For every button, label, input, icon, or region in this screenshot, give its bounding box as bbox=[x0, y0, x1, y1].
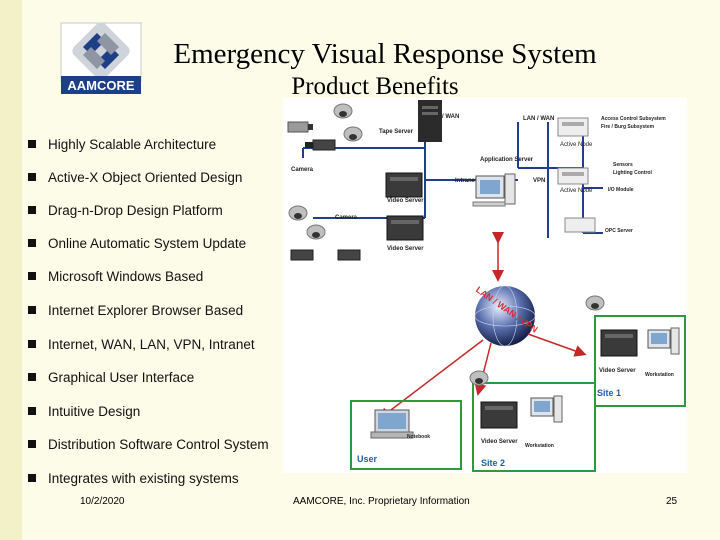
bullet-square-icon bbox=[28, 440, 36, 448]
fire-burg-label: Fire / Burg Subsystem bbox=[601, 124, 655, 130]
camera-label: Camera bbox=[291, 167, 314, 173]
dome-camera-icon bbox=[288, 205, 308, 221]
dome-camera-icon bbox=[469, 370, 489, 386]
vpn-label: VPN bbox=[533, 178, 545, 184]
link-arrow bbox=[378, 339, 484, 420]
workstation-label: Workstation bbox=[525, 443, 554, 449]
dome-camera-icon bbox=[306, 224, 326, 240]
list-item-label: Highly Scalable Architecture bbox=[48, 137, 217, 152]
site-1-label: Site 1 bbox=[597, 388, 621, 398]
video-server-icon bbox=[386, 215, 424, 241]
list-item-label: Active-X Object Oriented Design bbox=[48, 170, 243, 185]
access-control-label: Access Control Subsystem bbox=[601, 116, 666, 122]
access-control-panel-icon bbox=[557, 117, 589, 137]
list-item: Active-X Object Oriented Design bbox=[28, 170, 242, 185]
active-node-label: Active Node bbox=[560, 142, 593, 148]
left-decorative-strip bbox=[0, 0, 22, 540]
list-item: Integrates with existing systems bbox=[28, 471, 239, 486]
bullet-square-icon bbox=[28, 340, 36, 348]
logo-text: AAMCORE bbox=[67, 78, 134, 93]
network-diagram: LAN / WAN LAN / WAN Tape Server Camera A… bbox=[283, 98, 687, 473]
dome-camera-icon bbox=[343, 126, 363, 142]
site-2-label: Site 2 bbox=[481, 458, 505, 468]
box-camera-icon bbox=[290, 249, 314, 261]
bullet-square-icon bbox=[28, 140, 36, 148]
list-item-label: Graphical User Interface bbox=[48, 370, 195, 385]
link-arrow bbox=[527, 333, 587, 357]
workstation-icon bbox=[647, 327, 680, 355]
video-server-label: Video Server bbox=[387, 246, 424, 252]
video-server-label: Video Server bbox=[599, 368, 636, 374]
io-module-label: I/O Module bbox=[608, 187, 634, 193]
list-item-label: Microsoft Windows Based bbox=[48, 269, 204, 284]
opc-server-icon bbox=[564, 217, 596, 233]
bullet-square-icon bbox=[28, 306, 36, 314]
globe-icon bbox=[474, 285, 536, 347]
bullet-square-icon bbox=[28, 373, 36, 381]
list-item-label: Drag-n-Drop Design Platform bbox=[48, 203, 223, 218]
camera-label: Camera bbox=[335, 215, 358, 221]
list-item: Drag-n-Drop Design Platform bbox=[28, 203, 223, 218]
list-item: Distribution Software Control System bbox=[28, 437, 269, 452]
bullet-square-icon bbox=[28, 272, 36, 280]
list-item-label: Online Automatic System Update bbox=[48, 236, 247, 251]
video-server-icon bbox=[600, 329, 638, 357]
aamcore-logo: AAMCORE bbox=[55, 20, 147, 98]
notebook-icon bbox=[370, 409, 414, 439]
lan-wan-label: LAN / WAN bbox=[523, 116, 554, 122]
sensors-label: Sensors bbox=[613, 162, 633, 168]
box-camera-icon bbox=[287, 121, 313, 133]
bullet-square-icon bbox=[28, 474, 36, 482]
list-item: Online Automatic System Update bbox=[28, 236, 246, 251]
list-item-label: Integrates with existing systems bbox=[48, 471, 239, 486]
workstation-label: Workstation bbox=[645, 372, 674, 378]
app-server-label: Application Server bbox=[480, 157, 534, 163]
site-2-box bbox=[472, 382, 596, 472]
box-camera-icon bbox=[305, 139, 336, 151]
io-module-icon bbox=[557, 167, 589, 185]
video-server-icon bbox=[385, 172, 423, 198]
lighting-control-label: Lighting Control bbox=[613, 170, 652, 176]
box-camera-icon bbox=[337, 249, 361, 261]
tape-server-label: Tape Server bbox=[379, 129, 414, 135]
list-item: Graphical User Interface bbox=[28, 370, 194, 385]
footer-company: AAMCORE, Inc. Proprietary Information bbox=[293, 496, 470, 507]
slide-subtitle: Product Benefits bbox=[291, 73, 459, 100]
footer-page-number: 25 bbox=[666, 496, 678, 507]
dome-camera-icon bbox=[585, 295, 605, 311]
site-1-box bbox=[594, 315, 686, 407]
slide-title: Emergency Visual Response System bbox=[173, 38, 597, 70]
list-item: Intuitive Design bbox=[28, 404, 140, 419]
bullet-square-icon bbox=[28, 239, 36, 247]
bullet-square-icon bbox=[28, 173, 36, 181]
active-node-label: Active Node bbox=[560, 188, 593, 194]
workstation-icon bbox=[530, 395, 563, 423]
footer-date: 10/2/2020 bbox=[80, 496, 125, 507]
bullet-square-icon bbox=[28, 206, 36, 214]
dome-camera-icon bbox=[333, 103, 353, 119]
list-item-label: Distribution Software Control System bbox=[48, 437, 269, 452]
bullet-square-icon bbox=[28, 407, 36, 415]
list-item-label: Internet Explorer Browser Based bbox=[48, 303, 244, 318]
notebook-label: Notebook bbox=[407, 434, 430, 440]
list-item-label: Internet, WAN, LAN, VPN, Intranet bbox=[48, 337, 255, 352]
list-item-label: Intuitive Design bbox=[48, 404, 141, 419]
user-label: User bbox=[357, 454, 378, 464]
intranet-label: Intranet bbox=[455, 178, 477, 184]
user-box bbox=[350, 400, 462, 470]
opc-server-label: OPC Server bbox=[605, 228, 633, 234]
list-item: Highly Scalable Architecture bbox=[28, 137, 216, 152]
list-item: Internet, WAN, LAN, VPN, Intranet bbox=[28, 337, 255, 352]
video-server-label: Video Server bbox=[387, 198, 424, 204]
list-item: Microsoft Windows Based bbox=[28, 269, 203, 284]
video-server-label: Video Server bbox=[481, 439, 518, 445]
list-item: Internet Explorer Browser Based bbox=[28, 303, 243, 318]
video-server-icon bbox=[480, 401, 518, 429]
workstation-icon bbox=[472, 173, 516, 207]
lan-wan-label: LAN / WAN bbox=[428, 114, 459, 120]
